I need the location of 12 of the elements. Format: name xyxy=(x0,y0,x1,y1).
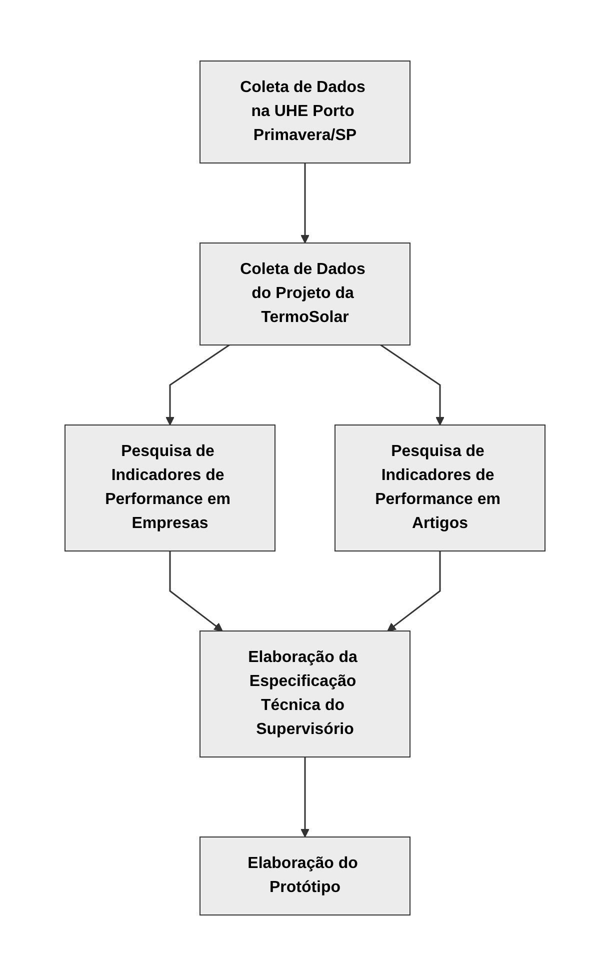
arrow xyxy=(166,344,230,425)
arrow xyxy=(300,756,310,837)
node-box: Pesquisa de Indicadores de Performance em Artigos xyxy=(334,424,546,551)
node-box: Pesquisa de Indicadores de Performance em Empresas xyxy=(64,424,276,551)
arrow xyxy=(300,162,310,243)
node-box: Coleta de Dados na UHE Porto Primavera/SP xyxy=(200,60,410,163)
arrow xyxy=(169,550,223,631)
node-box: Coleta de Dados do Projeto da TermoSolar xyxy=(200,242,410,345)
node-box: Elaboração do Protótipo xyxy=(200,836,410,915)
arrow xyxy=(380,344,444,425)
node-box: Elaboração da Especificação Técnica do Supervisório xyxy=(200,630,410,757)
arrow xyxy=(387,550,441,631)
